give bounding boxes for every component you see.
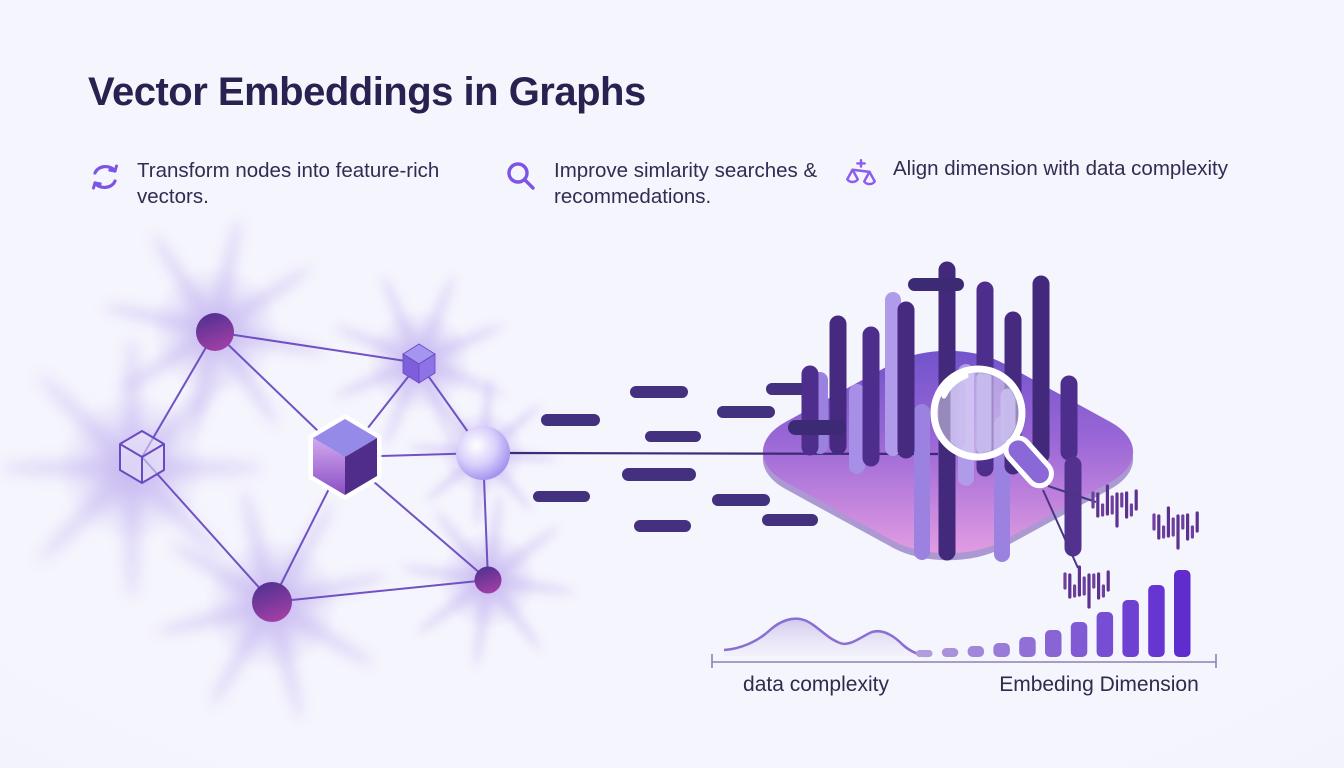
dimension-bars [916, 570, 1191, 657]
dimension-bar [916, 650, 933, 657]
graph-node-circle [474, 566, 502, 594]
complexity-curve [723, 617, 928, 658]
magnifier-handle [1003, 435, 1054, 489]
dimension-bar [1045, 630, 1062, 657]
axis-label-embedding-dimension: Embeding Dimension [999, 673, 1199, 696]
search-icon [507, 162, 535, 190]
axis-label-data-complexity: data complexity [743, 673, 889, 696]
refresh-cycle-icon [92, 164, 118, 190]
chart-axis [711, 654, 1217, 668]
dimension-bar [1122, 600, 1139, 657]
graph-node-cube-featured [308, 414, 382, 500]
dimension-bar [941, 648, 959, 657]
feature-text: Align dimension with data complexity [893, 157, 1228, 180]
mini-chart [711, 570, 1217, 668]
overlap-dashes [788, 278, 964, 435]
dimension-bar [1070, 622, 1088, 657]
dimension-bar [1174, 570, 1191, 657]
graph-node-cube-wireframe [119, 430, 165, 484]
motion-dashes [533, 383, 820, 532]
graph-node-circle [252, 582, 292, 622]
dimension-bar [1148, 585, 1165, 657]
vector-glyph-clusters [1063, 484, 1199, 609]
dimension-bar [993, 643, 1010, 657]
graph-node-cube-small [402, 343, 436, 384]
feature-similarity-search: Improve simlarity searches & recommedati… [505, 158, 825, 210]
dimension-bar [967, 646, 985, 657]
page-title: Vector Embeddings in Graphs [88, 70, 646, 114]
dimension-bar [1019, 637, 1036, 657]
balance-scale-icon [846, 159, 876, 186]
feature-text: Transform nodes into feature-rich vector… [137, 159, 440, 208]
graph-node-circle [196, 313, 234, 351]
feature-transform-nodes: Transform nodes into feature-rich vector… [88, 158, 468, 210]
graph-node-sphere [456, 426, 510, 480]
complexity-area [724, 618, 927, 656]
dimension-bar [1096, 612, 1114, 657]
diamond-magnifier [930, 365, 1054, 489]
network-nodes [119, 313, 510, 622]
feature-text: Improve simlarity searches & recommedati… [554, 159, 818, 208]
callout-lines [1042, 485, 1097, 569]
feature-align-dimension: Align dimension with data complexity [843, 156, 1283, 192]
